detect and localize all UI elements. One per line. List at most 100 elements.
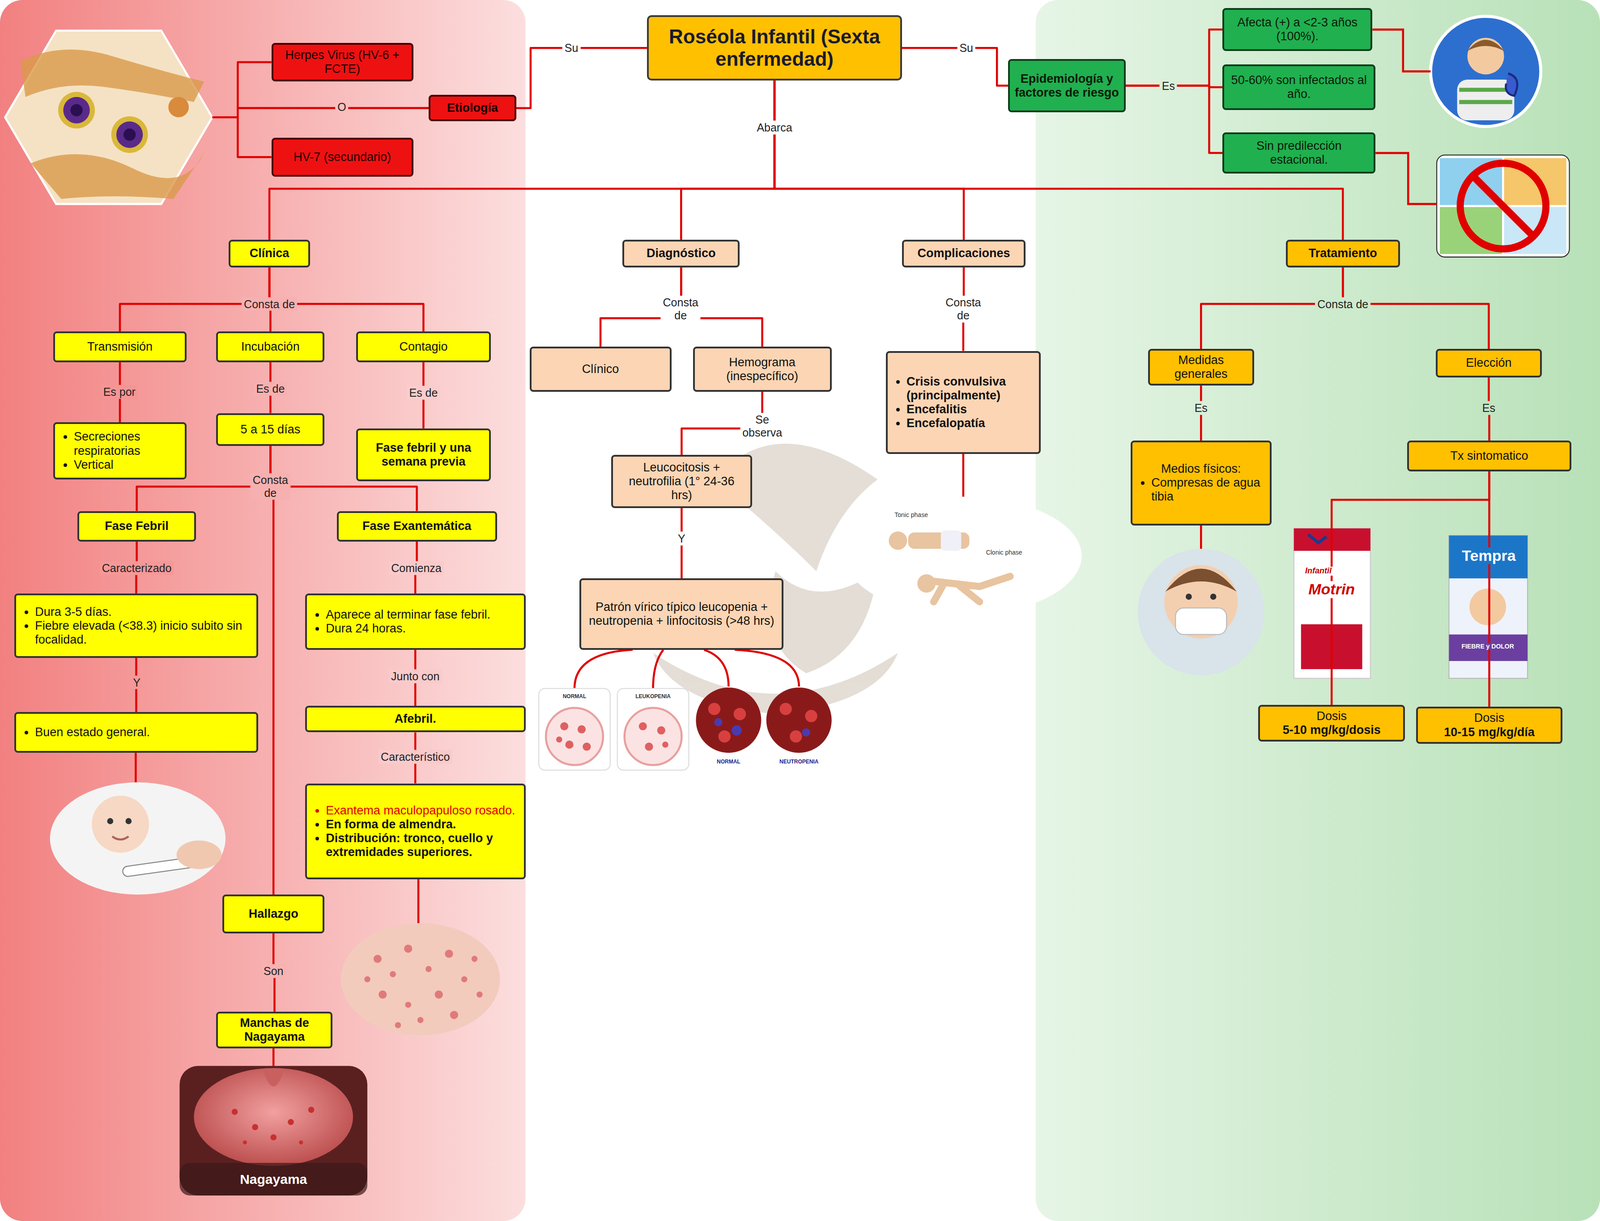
connector-line bbox=[902, 47, 1009, 86]
rash-image bbox=[404, 1002, 412, 1009]
blood-cells-image bbox=[582, 742, 591, 751]
connector-label: Abarca bbox=[754, 120, 795, 135]
seasons-image bbox=[1472, 175, 1534, 237]
boy-image bbox=[1467, 39, 1505, 52]
bullet-list: Crisis convulsiva (principalmente)Encefa… bbox=[892, 374, 1035, 431]
concept-box: Contagio bbox=[356, 331, 491, 362]
leader-lines bbox=[962, 454, 965, 498]
mask-child-image bbox=[1165, 568, 1237, 592]
node-text: Transmisión bbox=[87, 340, 153, 354]
bullet-list: Buen estado general. bbox=[20, 725, 252, 740]
virus-image bbox=[4, 30, 213, 205]
concept-box: Etiología bbox=[428, 94, 517, 122]
mask-child-image bbox=[1164, 565, 1238, 639]
blood-cells-image bbox=[545, 708, 604, 766]
concept-box: Buen estado general. bbox=[14, 712, 259, 754]
node-text: HV-7 (secundario) bbox=[293, 150, 392, 165]
background-panels bbox=[1035, 0, 1600, 1221]
nagayama-image bbox=[308, 1107, 315, 1114]
node-text: Manchas de Nagayama bbox=[222, 1016, 327, 1045]
node-text: 5-10 mg/kg/dosis bbox=[1282, 723, 1381, 738]
rash-image bbox=[378, 991, 387, 1000]
boy-image bbox=[1467, 37, 1505, 75]
bullet-list: Exantema maculopapuloso rosado.En forma … bbox=[311, 804, 520, 860]
node-text: Encefalopatía bbox=[906, 416, 1035, 431]
blood-cells-image bbox=[657, 726, 666, 735]
node-text: Etiología bbox=[446, 101, 498, 115]
nagayama-image bbox=[287, 1119, 294, 1126]
concept-box: Dura 3-5 días.Fiebre elevada (<38.3) ini… bbox=[14, 593, 259, 659]
node-text: Clínico bbox=[582, 362, 620, 377]
node-text: Tx sintomatico bbox=[1450, 449, 1529, 464]
picture-label: Nagayama bbox=[238, 1172, 309, 1188]
concept-box: Epidemiología y factores de riesgo bbox=[1008, 59, 1126, 113]
concept-box: Afecta (+) a <2-3 años (100%). bbox=[1222, 8, 1373, 52]
connector-label: Es de bbox=[406, 386, 440, 400]
blood-cells-image bbox=[638, 722, 647, 731]
concept-box: Herpes Virus (HV-6 + FCTE) bbox=[271, 42, 414, 82]
blood-cells-image bbox=[789, 730, 802, 743]
baby-image bbox=[112, 836, 129, 840]
connector-line bbox=[1125, 85, 1223, 154]
node-text: Vertical bbox=[73, 458, 181, 473]
node-text: Distribución: tronco, cuello y extremida… bbox=[325, 831, 520, 860]
background-panels bbox=[0, 0, 526, 1221]
blood-cells-image bbox=[538, 688, 611, 771]
connector-label: O bbox=[335, 100, 349, 115]
concept-box: Hallazgo bbox=[222, 894, 325, 934]
rash-image bbox=[389, 971, 396, 978]
leader-lines bbox=[417, 879, 420, 924]
concept-box: Fase Exantemática bbox=[336, 511, 498, 542]
baby-image bbox=[106, 818, 114, 825]
connector-label: Es por bbox=[101, 384, 138, 399]
connector-label: Su bbox=[957, 41, 976, 56]
bullet-list: Dura 3-5 días.Fiebre elevada (<38.3) ini… bbox=[20, 605, 252, 647]
picture-label: LEUKOPENIA bbox=[634, 693, 673, 700]
leader-lines bbox=[272, 1046, 275, 1067]
seasons-image bbox=[1436, 155, 1570, 258]
connector-label: Caracterizado bbox=[99, 561, 175, 576]
blood-cells-image bbox=[708, 702, 818, 743]
concept-box: Exantema maculopapuloso rosado.En forma … bbox=[305, 783, 526, 880]
concept-box: Dosis5-10 mg/kg/dosis bbox=[1258, 705, 1405, 742]
virus-image bbox=[4, 30, 213, 205]
picture-label: Infantil bbox=[1303, 566, 1333, 576]
nagayama-image bbox=[231, 1107, 315, 1145]
connector-label: Consta de bbox=[660, 295, 701, 323]
picture-label: NORMAL bbox=[715, 759, 742, 766]
concept-box: Crisis convulsiva (principalmente)Encefa… bbox=[885, 351, 1042, 455]
virus-image bbox=[111, 116, 149, 154]
bullet-list: Compresas de agua tibia bbox=[1136, 476, 1266, 504]
node-text: Dosis bbox=[1316, 709, 1347, 724]
leader-lines bbox=[1372, 29, 1431, 72]
leader-lines bbox=[704, 650, 729, 687]
seizure-image bbox=[888, 531, 907, 550]
rash-image bbox=[450, 1011, 459, 1020]
connector-line bbox=[774, 80, 964, 240]
concept-box: Aparece al terminar fase febril.Dura 24 … bbox=[305, 593, 526, 650]
boy-image bbox=[1459, 87, 1513, 92]
connector-line bbox=[680, 80, 775, 240]
connector-label: Característico bbox=[378, 750, 452, 765]
rash-image bbox=[364, 976, 371, 983]
concept-box: Dosis10-15 mg/kg/día bbox=[1416, 706, 1562, 744]
picture-label: NEUTROPENIA bbox=[778, 759, 820, 766]
boy-image bbox=[1430, 16, 1541, 127]
node-text: Tratamiento bbox=[1308, 246, 1378, 261]
node-text: Afecta (+) a <2-3 años (100%). bbox=[1228, 15, 1366, 44]
node-text: Dura 3-5 días. bbox=[34, 605, 252, 620]
seizure-image bbox=[844, 497, 1082, 616]
node-text: Epidemiología y factores de riesgo bbox=[1014, 72, 1120, 100]
picture-label: Clonic phase bbox=[984, 549, 1024, 557]
concept-box: HV-7 (secundario) bbox=[271, 137, 414, 177]
node-text: Compresas de agua tibia bbox=[1151, 476, 1265, 504]
concept-box: Complicaciones bbox=[902, 239, 1026, 268]
node-text: Exantema maculopapuloso rosado. bbox=[325, 804, 520, 818]
seizure-image bbox=[844, 497, 1082, 616]
node-text: Herpes Virus (HV-6 + FCTE) bbox=[277, 48, 408, 77]
blood-cells-image bbox=[804, 710, 818, 723]
seizure-image bbox=[933, 576, 1011, 603]
concept-box: Fase Febril bbox=[77, 511, 196, 542]
